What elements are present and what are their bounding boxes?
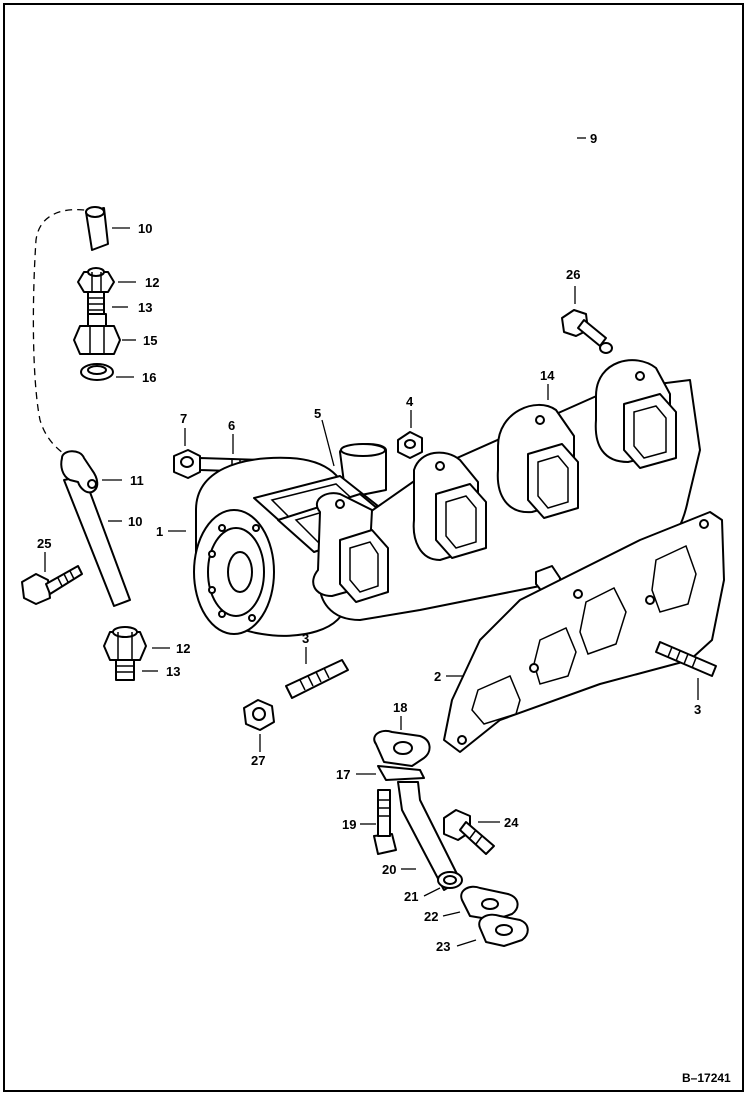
- callout-11: 11: [130, 473, 144, 488]
- callout-13b: 13: [166, 664, 180, 679]
- callout-7: 7: [180, 411, 187, 426]
- clamp-11: [60, 450, 99, 494]
- callout-26: 26: [566, 267, 580, 282]
- leader-5: [321, 419, 335, 467]
- callout-12b: 12: [176, 641, 190, 656]
- bolt-26: [561, 309, 613, 354]
- flange-22: [460, 885, 519, 921]
- nut-4: [397, 431, 423, 459]
- callout-10a: 10: [138, 221, 152, 236]
- callout-14: 14: [540, 368, 555, 383]
- nut-27: [243, 699, 275, 731]
- callout-17: 17: [336, 767, 350, 782]
- callout-4: 4: [406, 394, 414, 409]
- fitting-13-bottom: [115, 659, 135, 681]
- callout-21: 21: [404, 889, 418, 904]
- stud-3-right: [655, 641, 717, 677]
- callout-23: 23: [436, 939, 450, 954]
- callout-22: 22: [424, 909, 438, 924]
- bolt-25: [21, 565, 83, 605]
- clamp-21: [437, 871, 463, 889]
- adapter-15: [73, 313, 121, 355]
- callout-3a: 3: [302, 631, 309, 646]
- hose-route-dashed: [32, 209, 97, 459]
- nut-7: [173, 449, 201, 479]
- callout-25: 25: [37, 536, 51, 551]
- hose-end-10-top: [85, 206, 109, 251]
- callout-12a: 12: [145, 275, 159, 290]
- callout-24: 24: [504, 815, 519, 830]
- callout-3b: 3: [694, 702, 701, 717]
- gasket-23: [478, 913, 529, 947]
- turbocharger-1: [193, 443, 387, 637]
- callout-13a: 13: [138, 300, 152, 315]
- callout-27: 27: [251, 753, 265, 768]
- fitting-13-top: [87, 291, 105, 315]
- washer-16: [80, 363, 114, 381]
- leader-22: [442, 911, 461, 917]
- manifold-gasket-2: [443, 511, 725, 753]
- callout-2: 2: [434, 669, 441, 684]
- callout-5: 5: [314, 406, 321, 421]
- leader-23: [456, 939, 477, 947]
- nut-12-bottom: [103, 626, 147, 661]
- callout-16: 16: [142, 370, 156, 385]
- bolt-19: [373, 789, 397, 855]
- nut-12-top: [77, 267, 115, 293]
- callout-1: 1: [156, 524, 163, 539]
- bolt-24: [443, 809, 495, 855]
- leader-21: [423, 887, 441, 897]
- callout-15: 15: [143, 333, 157, 348]
- flange-18: [373, 730, 431, 767]
- gasket-17: [377, 765, 425, 781]
- callout-6: 6: [228, 418, 235, 433]
- callout-18: 18: [393, 700, 407, 715]
- hose-10-lower: [63, 475, 131, 607]
- callout-19: 19: [342, 817, 356, 832]
- figure-ref-code: B–17241: [682, 1071, 731, 1085]
- stud-3-center: [285, 659, 349, 699]
- callout-10b: 10: [128, 514, 142, 529]
- callout-20: 20: [382, 862, 396, 877]
- callout-9: 9: [590, 131, 597, 146]
